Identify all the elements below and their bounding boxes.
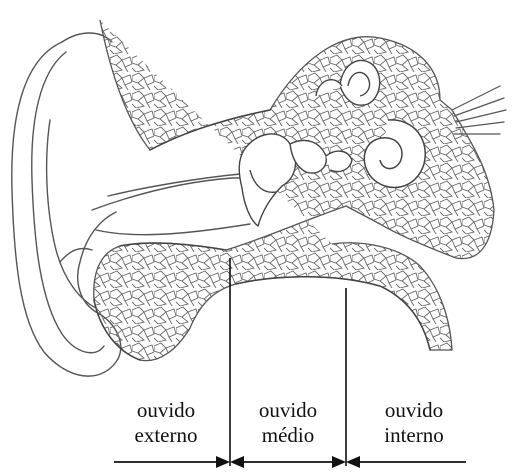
label-ouvido-medio: ouvido médio (236, 398, 340, 448)
region-arrows (114, 456, 466, 468)
arrow-inner-head (346, 456, 360, 468)
label-medio-line2: médio (236, 423, 340, 448)
arrow-middle-left-head (230, 456, 244, 468)
label-interno-line2: interno (360, 423, 468, 448)
label-ouvido-interno: ouvido interno (360, 398, 468, 448)
arrow-middle-right-head (332, 456, 346, 468)
label-ouvido-externo: ouvido externo (112, 398, 220, 448)
label-externo-line2: externo (112, 423, 220, 448)
label-medio-line1: ouvido (236, 398, 340, 423)
arrow-external-head (216, 456, 230, 468)
label-interno-line1: ouvido (360, 398, 468, 423)
label-externo-line1: ouvido (112, 398, 220, 423)
